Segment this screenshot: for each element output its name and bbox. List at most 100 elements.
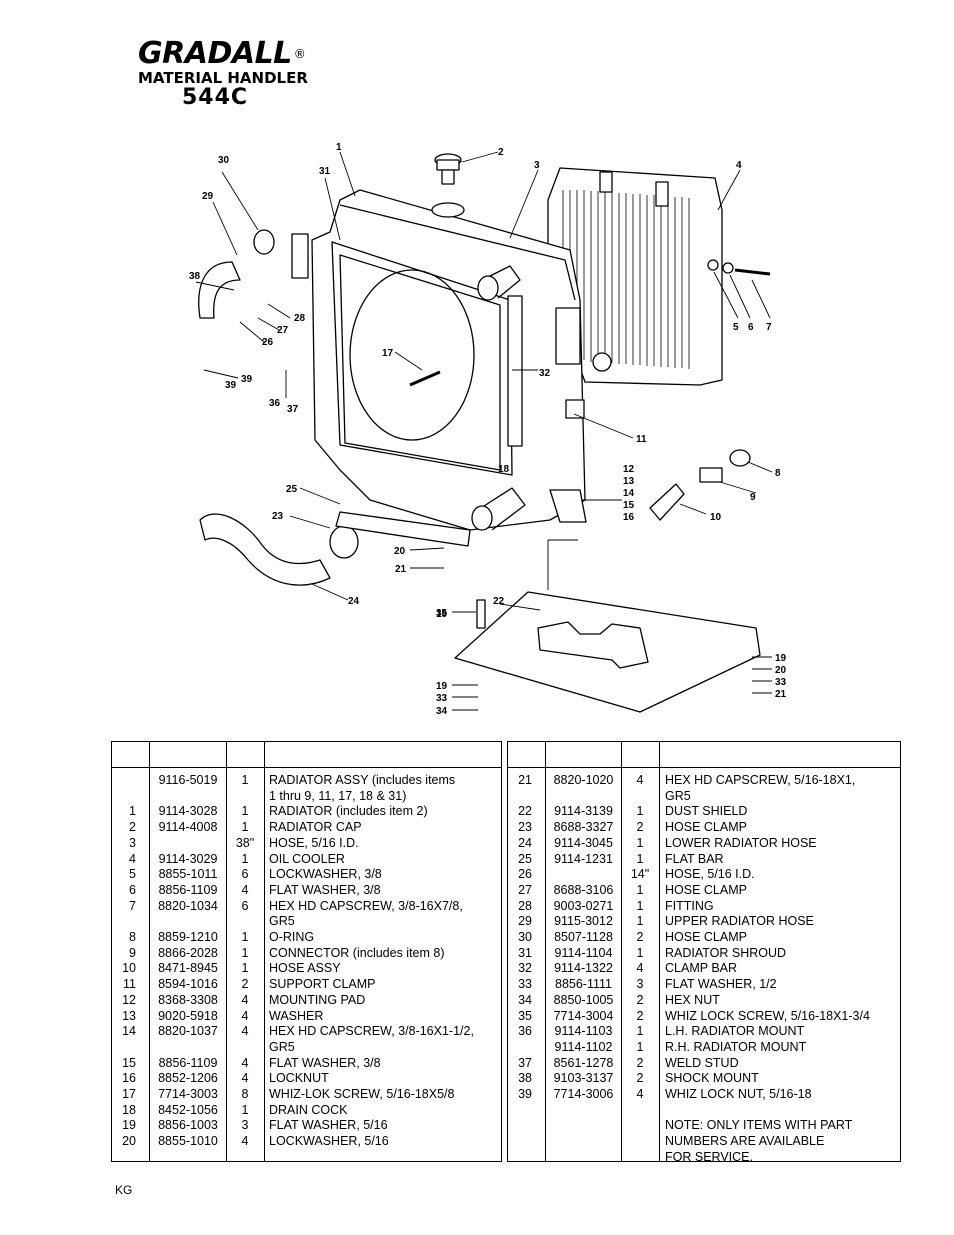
item-number: 30: [518, 930, 532, 945]
description: LOCKWASHER, 3/8: [269, 867, 501, 883]
quantity: 4: [241, 1134, 249, 1149]
description: R.H. RADIATOR MOUNT: [665, 1040, 900, 1056]
callout: 19: [775, 653, 787, 664]
description-line: HOSE CLAMP: [665, 820, 747, 835]
item-number: 19: [122, 1118, 136, 1133]
item-number: 35: [518, 1008, 532, 1023]
item-number: 4: [129, 851, 136, 866]
callout: 21: [395, 564, 407, 575]
part-number: 8856-1109: [158, 1055, 218, 1070]
callout: 14: [623, 488, 635, 499]
quantity: 38": [235, 835, 255, 850]
description: WHIZ-LOK SCREW, 5/16-18X5/8: [269, 1087, 501, 1103]
quantity: 2: [241, 977, 249, 992]
description-line: WELD STUD: [665, 1055, 739, 1070]
table-header: [508, 742, 900, 768]
table-header: [112, 742, 501, 768]
description-line: OIL COOLER: [269, 851, 345, 866]
quantity: 3: [636, 977, 644, 992]
part-number: 9114-3029: [158, 851, 218, 866]
item-number: 20: [122, 1134, 136, 1149]
quantity: 1: [241, 961, 249, 976]
item-number: 21: [518, 773, 532, 787]
callout: 29: [202, 191, 214, 202]
description-line: GR5: [269, 914, 295, 929]
quantity: 2: [636, 1071, 644, 1086]
part-number: 8688-3106: [553, 882, 614, 897]
description-line: HOSE CLAMP: [665, 930, 747, 945]
quantity: 1: [636, 898, 644, 913]
part-number: 8594-1016: [158, 977, 218, 992]
callout: 5: [733, 322, 739, 333]
callout: 32: [539, 368, 551, 379]
part-number: 9114-3139: [554, 804, 613, 819]
quantity: 1: [636, 882, 644, 897]
item-number: 39: [518, 1087, 532, 1102]
brand-subtitle: MATERIAL HANDLER: [138, 69, 308, 87]
description-line: UPPER RADIATOR HOSE: [665, 914, 814, 929]
part-number: 8866-2028: [158, 945, 218, 960]
description-line: HOSE ASSY: [269, 961, 341, 976]
description: HOSE CLAMP: [665, 930, 900, 946]
part-number: 8855-1011: [158, 867, 218, 882]
callout: 27: [277, 325, 289, 336]
quantity: 4: [636, 773, 644, 787]
item-number: 29: [518, 914, 532, 929]
description-line: CONNECTOR (includes item 8): [269, 945, 445, 960]
part-number: 9020-5918: [158, 1008, 218, 1023]
part-number: 9103-3137: [553, 1071, 614, 1086]
part-number: 8856-1003: [158, 1118, 218, 1133]
description: HOSE, 5/16 I.D.: [665, 867, 900, 883]
quantity: 8: [241, 1087, 249, 1102]
quantity: 1: [636, 835, 644, 850]
item-number: 9: [129, 945, 136, 960]
item-number: 17: [122, 1087, 136, 1102]
description-line: HOSE, 5/16 I.D.: [665, 867, 755, 882]
item-number: 18: [122, 1102, 136, 1117]
part-number: 7714-3006: [553, 1087, 614, 1102]
callout: 31: [319, 166, 331, 177]
quantity: 1: [636, 1024, 644, 1039]
part-number: 8856-1111: [555, 977, 612, 992]
callout: 16: [623, 512, 635, 523]
quantity: 6: [241, 867, 249, 882]
callout: 1: [336, 142, 342, 153]
part-number: 9115-3012: [554, 914, 613, 929]
quantity: 4: [241, 882, 249, 897]
item-number: 36: [518, 1024, 532, 1039]
item-number: 31: [518, 945, 532, 960]
exploded-parts-diagram: 1 2 3 4 5 6 7 8 9 10 11 12 13 14 15 16 1…: [189, 142, 787, 717]
brand-name: GRADALL®: [138, 36, 306, 71]
description: L.H. RADIATOR MOUNT: [665, 1024, 900, 1040]
description: SHOCK MOUNT: [665, 1071, 900, 1087]
description-line: FLAT WASHER, 3/8: [269, 882, 381, 897]
description-line: FOR SERVICE.: [665, 1149, 753, 1164]
quantity: 2: [636, 1008, 644, 1023]
description: RADIATOR CAP: [269, 820, 501, 836]
description: WHIZ LOCK NUT, 5/16-18: [665, 1087, 900, 1103]
part-number: 9114-4008: [158, 820, 218, 835]
part-number: 9114-1102: [554, 1039, 613, 1054]
description-line: NUMBERS ARE AVAILABLE: [665, 1134, 825, 1149]
callout: 21: [775, 689, 787, 700]
description: WELD STUD: [665, 1056, 900, 1072]
quantity: 1: [636, 914, 644, 929]
part-number: 9114-1231: [554, 851, 613, 866]
callout: 8: [775, 468, 781, 479]
callout: 24: [348, 596, 360, 607]
item-number: 22: [518, 804, 532, 819]
